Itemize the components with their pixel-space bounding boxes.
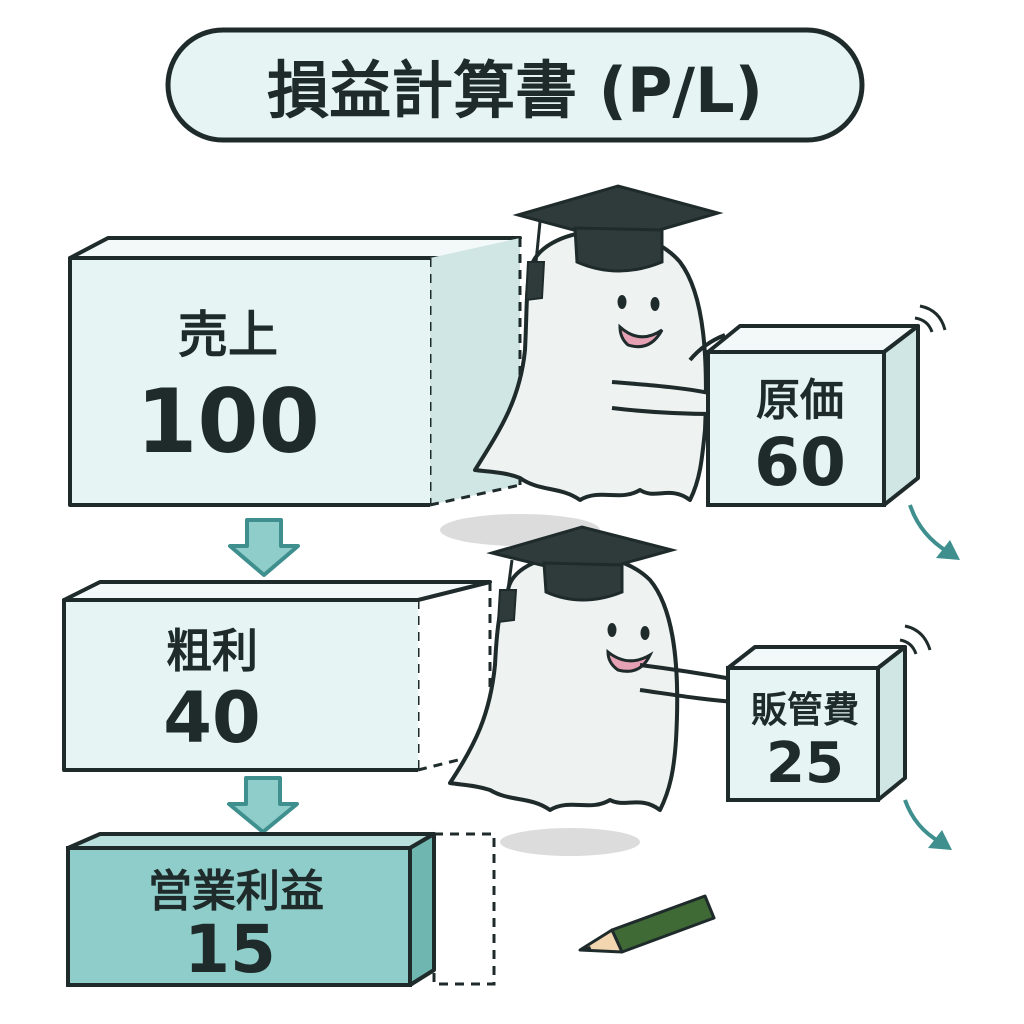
cost-of-sales-label: 原価 [756, 375, 844, 426]
sales-label: 売上 [178, 306, 278, 364]
sga-label: 販管費 [751, 690, 859, 731]
ghost-face-1 [617, 295, 664, 349]
sga-value: 25 [766, 731, 844, 796]
sales-block: 売上 100 [68, 236, 522, 507]
ghost-face-2 [606, 623, 654, 673]
down-arrow-2 [227, 776, 299, 834]
exit-arrow-2 [903, 799, 952, 850]
exit-arrow-1 [908, 504, 960, 560]
sga-box: 販管費 25 [726, 624, 932, 802]
ghost-character-2 [448, 525, 739, 856]
gross-profit-block: 粗利 40 [62, 580, 492, 772]
cost-of-sales-value: 60 [754, 424, 846, 501]
down-arrow-1 [228, 518, 300, 577]
pencil-icon [578, 894, 716, 954]
ghost-character-1 [440, 184, 727, 546]
page-title: 損益計算書 (P/L) [267, 54, 763, 127]
gross-profit-value: 40 [163, 677, 260, 759]
cost-of-sales-box: 原価 60 [706, 304, 947, 507]
operating-profit-label: 営業利益 [148, 866, 324, 917]
gross-profit-label: 粗利 [166, 624, 258, 678]
graduation-cap-icon [486, 525, 678, 624]
title-banner: 損益計算書 (P/L) [165, 27, 865, 143]
graduation-cap-icon [512, 184, 724, 302]
operating-profit-value: 15 [184, 911, 276, 988]
operating-profit-block: 営業利益 15 [66, 832, 496, 988]
sales-value: 100 [136, 370, 320, 473]
